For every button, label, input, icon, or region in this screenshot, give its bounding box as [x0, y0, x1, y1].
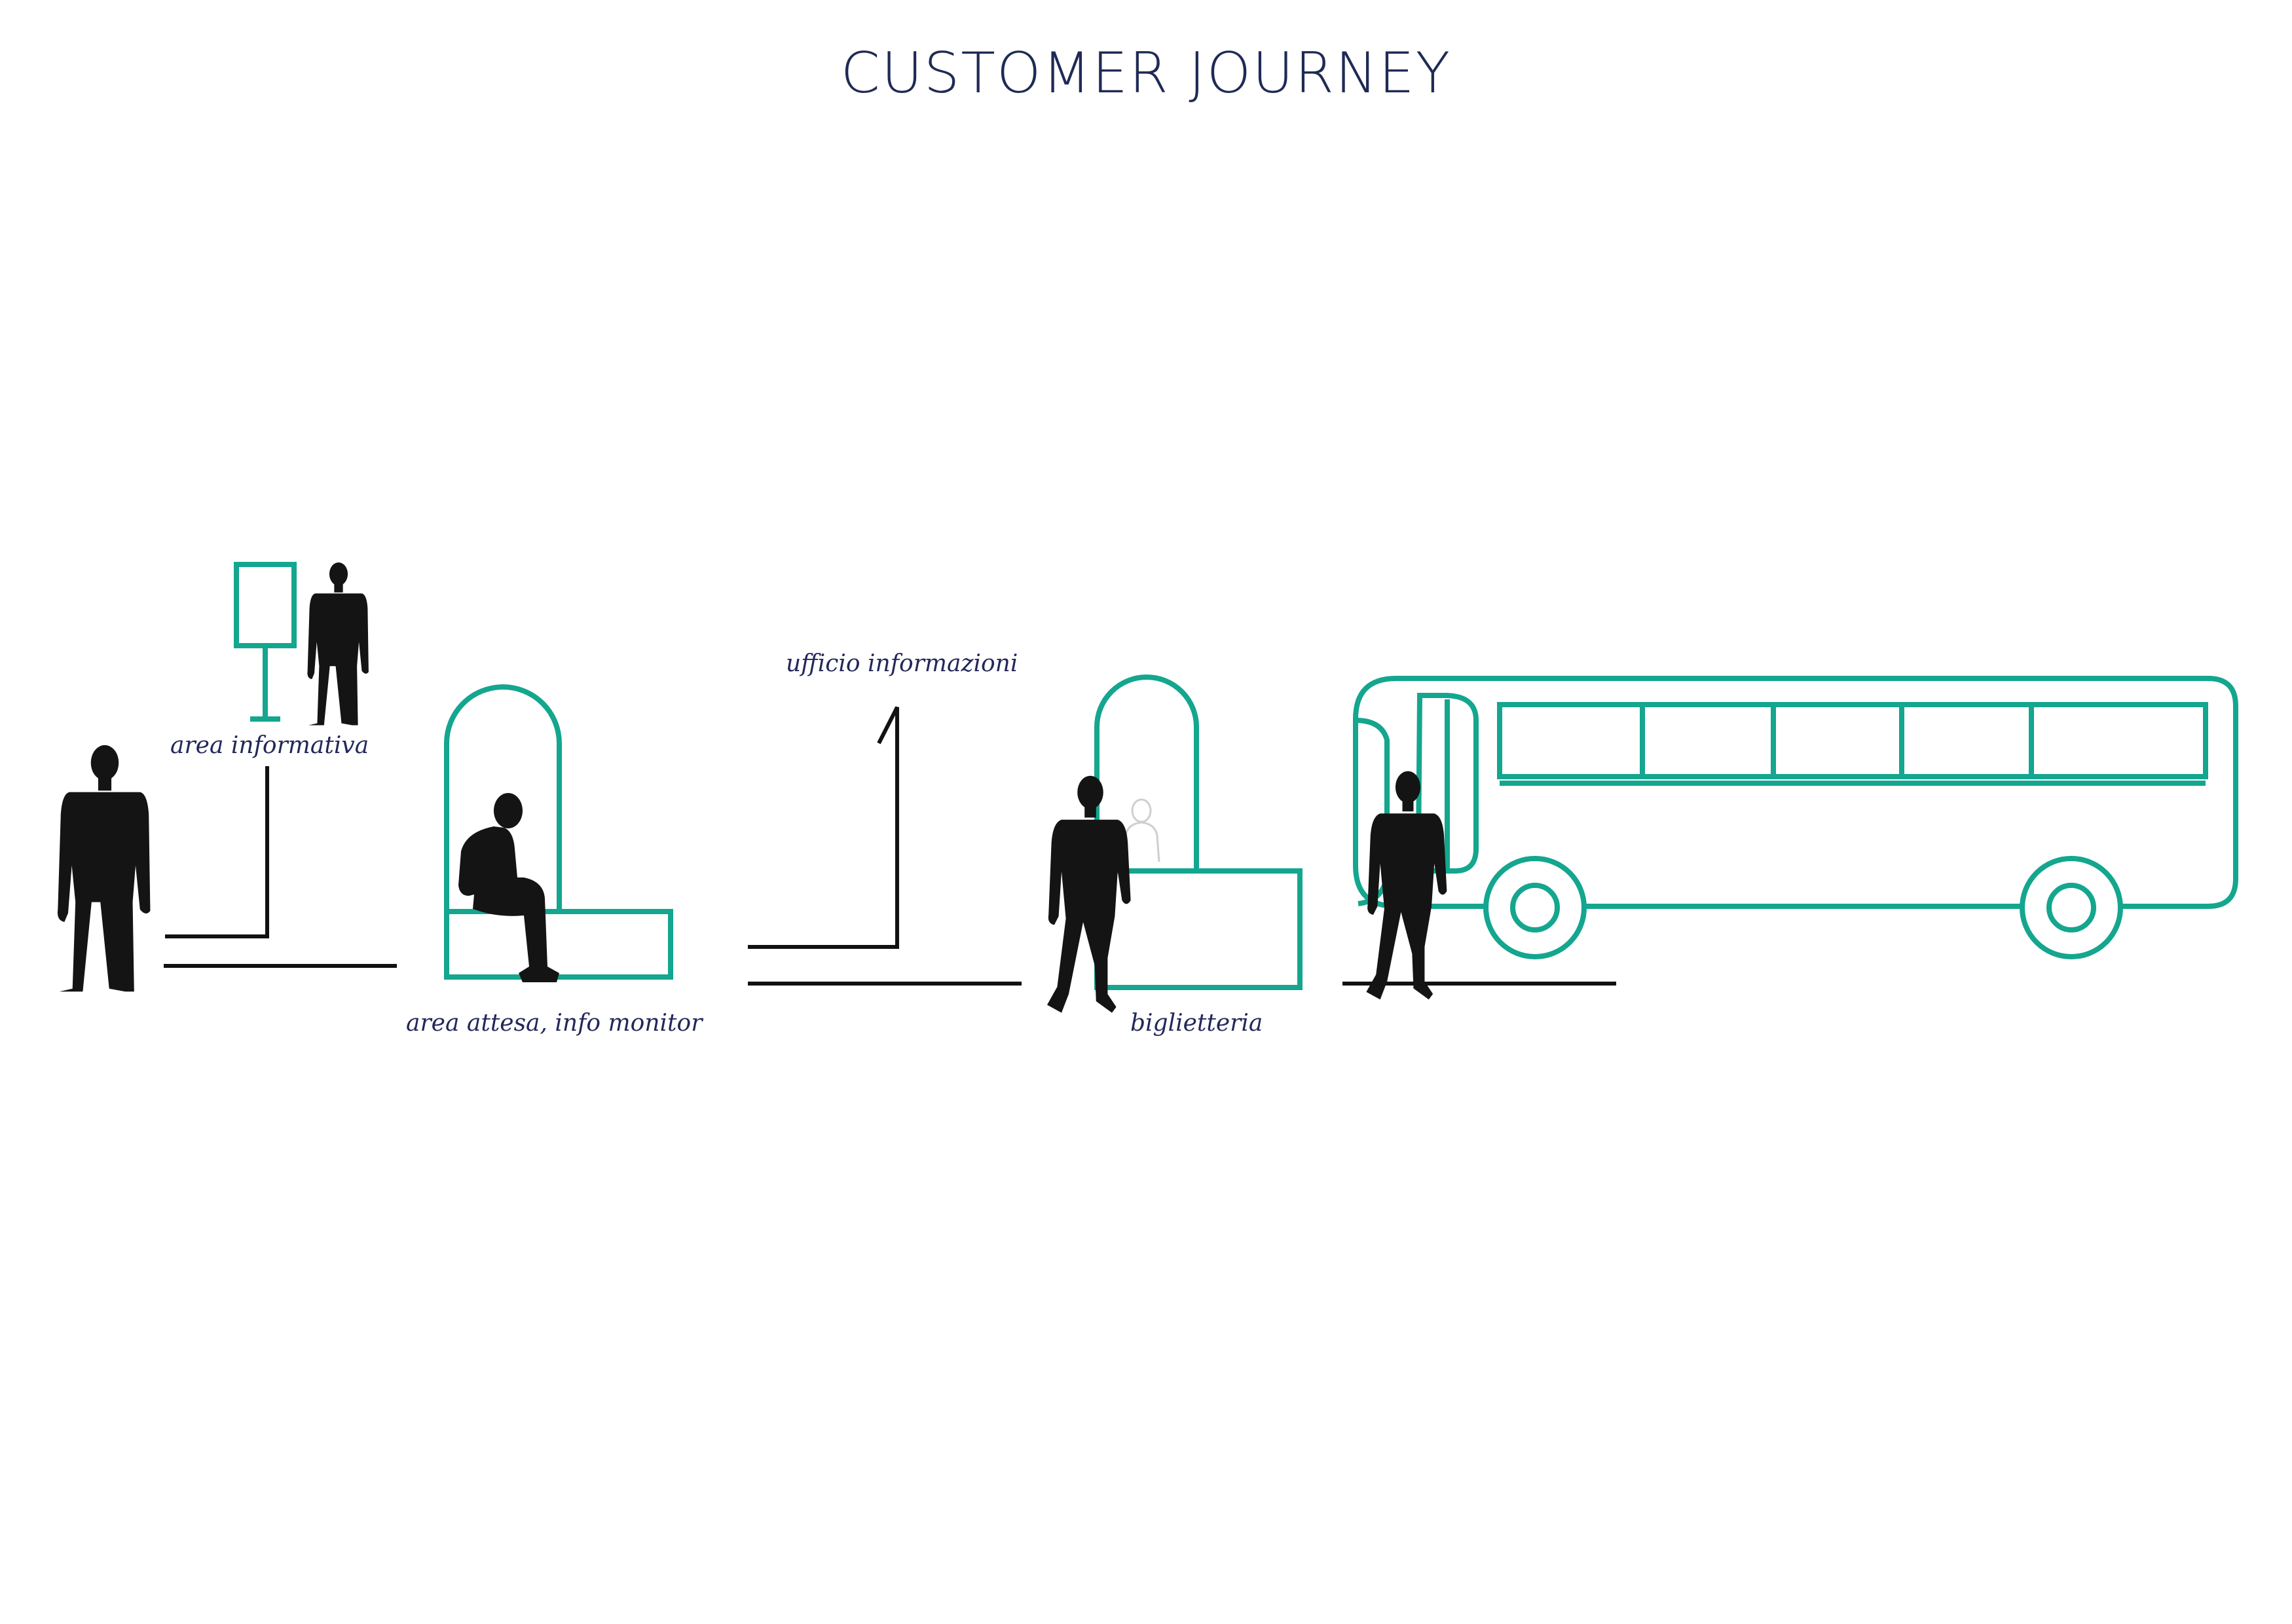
person-left-silhouette — [57, 745, 151, 992]
path-lines-1 — [164, 766, 397, 968]
person-small-silhouette — [307, 562, 369, 726]
waiting-booth — [444, 684, 673, 980]
label-biglietteria: biglietteria — [1130, 1010, 1263, 1037]
bus-wheel-rear — [2020, 856, 2123, 959]
label-area-informativa: area informativa — [170, 732, 369, 759]
info-sign — [234, 562, 297, 722]
person-boarding-silhouette — [1366, 771, 1447, 1000]
person-ticket-silhouette — [1047, 775, 1131, 1013]
person-seated-silhouette — [458, 793, 559, 982]
clerk-outline-icon — [1123, 798, 1160, 862]
label-area-attesa: area attesa, info monitor — [406, 1010, 703, 1037]
page-title: CUSTOMER JOURNEY — [840, 41, 1452, 106]
label-ufficio-informazioni: ufficio informazioni — [786, 650, 1018, 677]
path-lines-2 — [748, 706, 1022, 986]
bus-wheel-front — [1483, 856, 1587, 959]
